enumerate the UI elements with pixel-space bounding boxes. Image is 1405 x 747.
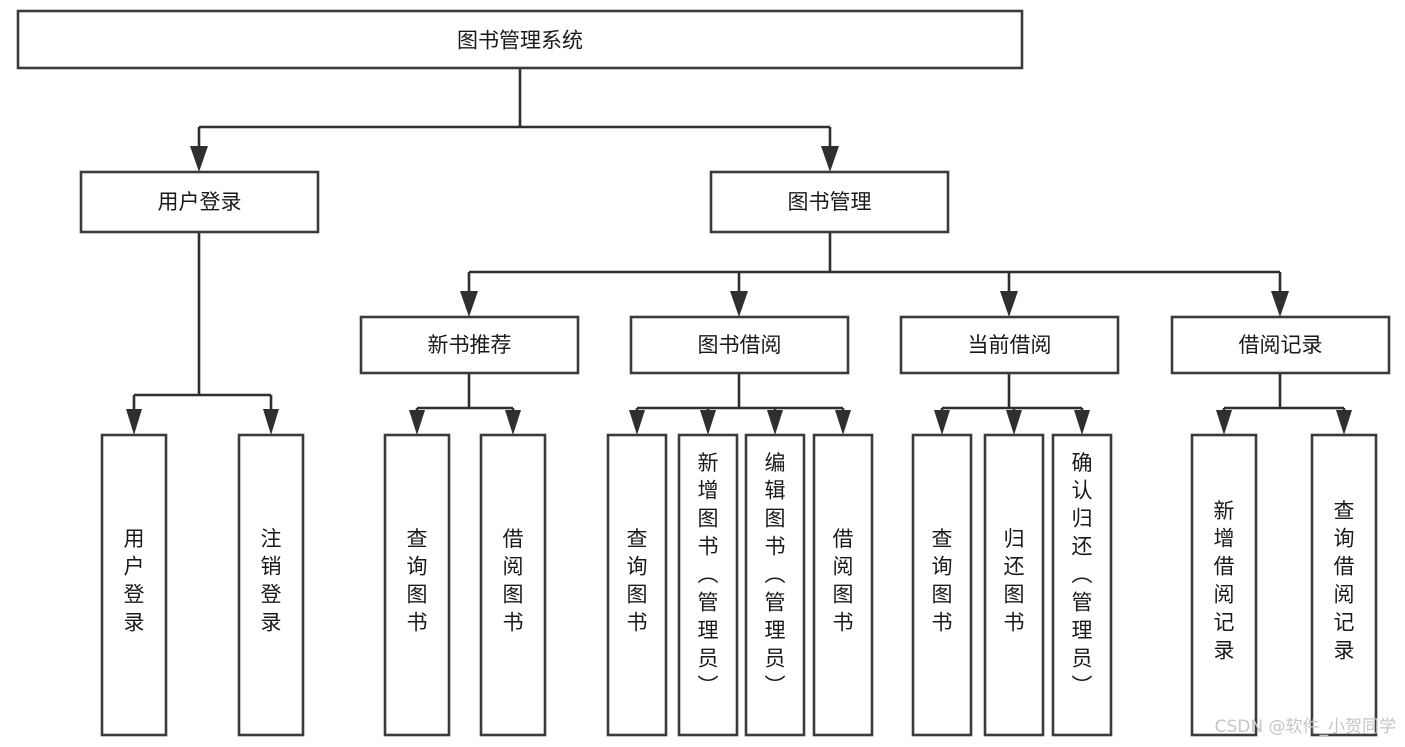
connector-group-root (190, 68, 839, 172)
node-book-manage[interactable]: 图书管理 (709, 170, 950, 234)
node-book-borrow-label: 图书借阅 (698, 333, 782, 357)
node-current-borrow[interactable]: 当前借阅 (899, 315, 1120, 375)
leaf-query-borrow-rec-label: 查询借阅记录 (1334, 499, 1355, 663)
arrowhead-leaf-add-borrow-rec (1216, 410, 1232, 435)
node-new-book-rec[interactable]: 新书推荐 (359, 315, 580, 375)
arrowhead-leaf-query-book-rec (409, 410, 425, 435)
leaf-query-book-rec[interactable]: 查询图书 (383, 433, 451, 737)
arrowhead-leaf-query-borrow-rec (1336, 410, 1352, 435)
leaf-query-book-rec-label: 查询图书 (407, 527, 428, 635)
arrowhead-leaf-return-book (1006, 410, 1022, 435)
arrowhead-leaf-query-book-cur (934, 410, 950, 435)
node-user-login-box[interactable] (79, 170, 320, 234)
leaf-logout[interactable]: 注销登录 (237, 433, 305, 737)
arrowhead-borrow-record (1271, 291, 1289, 317)
leaf-confirm-return[interactable]: 确认归还︵管理员︶ (1051, 433, 1113, 737)
node-root-label: 图书管理系统 (457, 29, 583, 53)
connector-group-book-borrow (629, 373, 851, 435)
leaf-borrow-book-bor[interactable]: 借阅图书 (812, 433, 874, 737)
leaf-add-book[interactable]: 新增图书︵管理员︶ (677, 433, 739, 737)
leaf-query-book-rec-box[interactable] (383, 433, 451, 737)
leaf-query-book-bor[interactable]: 查询图书 (606, 433, 668, 737)
arrowhead-new-book-rec (460, 291, 478, 317)
leaf-return-book[interactable]: 归还图书 (983, 433, 1045, 737)
leaf-confirm-return-box[interactable] (1051, 433, 1113, 737)
connector-group-current-borrow (934, 373, 1090, 435)
leaf-query-book-cur[interactable]: 查询图书 (911, 433, 973, 737)
leaf-query-borrow-rec[interactable]: 查询借阅记录 (1310, 433, 1378, 737)
leaf-user-login-label: 用户登录 (124, 527, 145, 635)
arrowhead-book-manage (821, 146, 839, 172)
node-new-book-rec-label: 新书推荐 (428, 333, 512, 357)
node-user-login-label: 用户登录 (158, 190, 242, 214)
node-book-manage-label: 图书管理 (788, 190, 872, 214)
arrowhead-book-borrow (730, 291, 748, 317)
leaf-logout-box[interactable] (237, 433, 305, 737)
node-book-borrow[interactable]: 图书借阅 (629, 315, 850, 375)
leaf-query-book-bor-label: 查询图书 (627, 527, 648, 635)
leaf-user-login-box[interactable] (100, 433, 168, 737)
node-root[interactable]: 图书管理系统 (16, 9, 1024, 70)
leaf-add-borrow-rec-label: 新增借阅记录 (1214, 499, 1235, 663)
leaf-borrow-book-bor-box[interactable] (812, 433, 874, 737)
leaf-add-book-box[interactable] (677, 433, 739, 737)
arrowhead-leaf-borrow-book-rec (505, 410, 521, 435)
connector-group-new-book-rec (409, 373, 521, 435)
leaf-node-layer: 用户登录 注销登录 查询图书 借阅图书 查询图书 新增图书︵管理员︶ 编辑图书︵管理员︶ 借阅… (100, 433, 1378, 737)
arrowhead-user-login (190, 146, 208, 172)
arrowhead-leaf-logout (263, 409, 279, 435)
leaf-query-borrow-rec-box[interactable] (1310, 433, 1378, 737)
leaf-user-login[interactable]: 用户登录 (100, 433, 168, 737)
leaf-confirm-return-label: 确认归还︵管理员︶ (1072, 451, 1093, 698)
node-borrow-record-label: 借阅记录 (1239, 333, 1323, 357)
leaf-add-book-label: 新增图书︵管理员︶ (698, 451, 719, 698)
arrowhead-leaf-confirm-return (1074, 410, 1090, 435)
leaf-query-book-cur-box[interactable] (911, 433, 973, 737)
leaf-borrow-book-bor-label: 借阅图书 (833, 527, 854, 635)
leaf-edit-book-label: 编辑图书︵管理员︶ (765, 451, 786, 698)
leaf-borrow-book-rec-label: 借阅图书 (503, 527, 524, 635)
leaf-return-book-label: 归还图书 (1004, 527, 1025, 635)
connector-group-user-login (126, 232, 279, 435)
node-new-book-rec-box[interactable] (359, 315, 580, 375)
leaf-query-book-cur-label: 查询图书 (932, 527, 953, 635)
leaf-add-borrow-rec-box[interactable] (1190, 433, 1258, 737)
node-root-box[interactable] (16, 9, 1024, 70)
leaf-borrow-book-rec-box[interactable] (479, 433, 547, 737)
node-borrow-record-box[interactable] (1170, 315, 1391, 375)
arrowhead-leaf-user-login (126, 409, 142, 435)
leaf-logout-label: 注销登录 (261, 527, 282, 635)
node-book-borrow-box[interactable] (629, 315, 850, 375)
node-book-manage-box[interactable] (709, 170, 950, 234)
connector-group-borrow-record (1216, 373, 1352, 435)
leaf-return-book-box[interactable] (983, 433, 1045, 737)
arrowhead-leaf-edit-book (767, 410, 783, 435)
node-borrow-record[interactable]: 借阅记录 (1170, 315, 1391, 375)
arrowhead-leaf-borrow-book-bor (835, 410, 851, 435)
node-user-login[interactable]: 用户登录 (79, 170, 320, 234)
leaf-add-borrow-rec[interactable]: 新增借阅记录 (1190, 433, 1258, 737)
leaf-edit-book[interactable]: 编辑图书︵管理员︶ (744, 433, 806, 737)
arrowhead-leaf-query-book-bor (629, 410, 645, 435)
connector-group-book-manage (460, 232, 1289, 317)
leaf-edit-book-box[interactable] (744, 433, 806, 737)
leaf-query-book-bor-box[interactable] (606, 433, 668, 737)
node-current-borrow-label: 当前借阅 (968, 333, 1052, 357)
arrowhead-leaf-add-book (700, 410, 716, 435)
node-current-borrow-box[interactable] (899, 315, 1120, 375)
csdn-watermark: CSDN @软件_小贺同学 (1215, 717, 1396, 737)
arrowhead-current-borrow (1000, 291, 1018, 317)
leaf-borrow-book-rec[interactable]: 借阅图书 (479, 433, 547, 737)
